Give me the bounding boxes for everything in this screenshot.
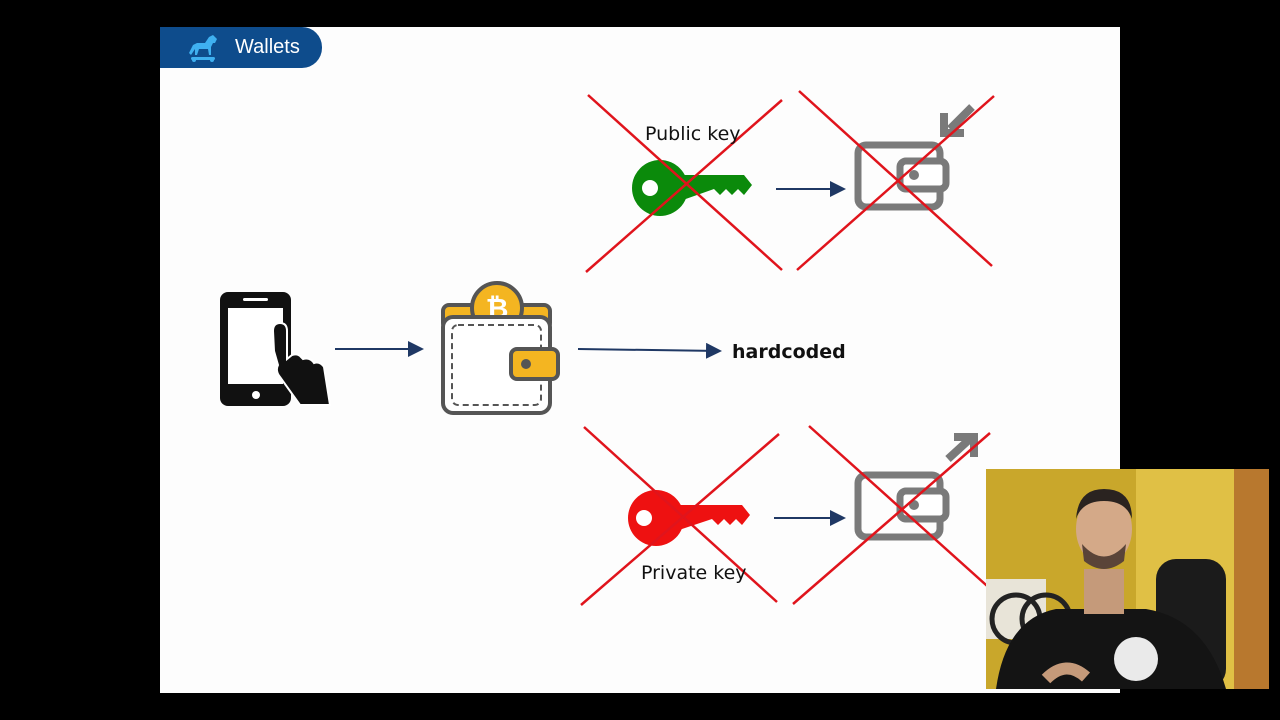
header-tab: Wallets [160, 27, 322, 68]
bitcoin-wallet-icon: ₿ [441, 281, 560, 415]
receive-wallet-icon [854, 104, 975, 211]
cross-out-private-key [580, 426, 780, 606]
hardcoded-label: hardcoded [732, 341, 846, 363]
arrow-wallet-to-hardcoded [577, 342, 722, 359]
private-key-icon [628, 490, 750, 546]
public-key-label: Public key [645, 123, 741, 145]
horse-logo-icon [189, 35, 217, 62]
wallet-diagram: ₿ [220, 90, 1006, 606]
cross-out-receive-wallet [796, 90, 995, 271]
private-key-label: Private key [641, 562, 747, 584]
cross-out-public-key [585, 94, 783, 273]
slide-canvas: Wallets ₿ [160, 27, 1120, 693]
presenter-webcam [986, 469, 1269, 689]
send-wallet-icon [854, 433, 978, 541]
smartphone-touch-icon [220, 292, 332, 406]
slide-title: Wallets [235, 36, 300, 58]
presenter-webcam-feed [986, 469, 1269, 689]
cross-out-send-wallet [792, 425, 1006, 605]
